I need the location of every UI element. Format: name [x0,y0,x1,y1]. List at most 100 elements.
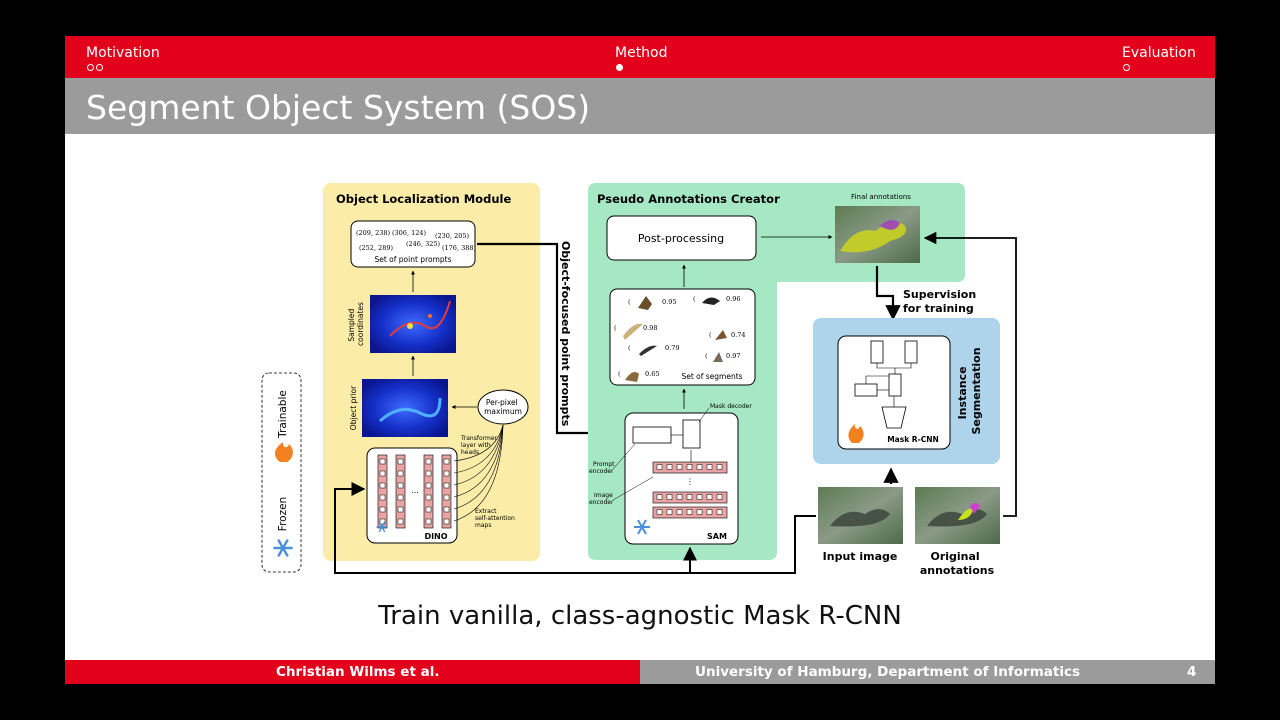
nav-evaluation-dots [1123,64,1130,71]
nav-method[interactable]: Method [615,45,668,61]
connector [612,443,636,470]
mask-overlay [970,503,980,514]
connector [698,407,710,423]
nav-motivation-dots [87,64,103,71]
supervision-label: Supervision for training [903,288,980,315]
photo-subject [927,509,987,527]
coord-4: (252, 289) [359,244,393,252]
mask-rcnn-block [888,373,902,397]
pac-title: Pseudo Annotations Creator [597,192,780,206]
sampled-coordinates-map [370,295,456,353]
svg-text:0.65: 0.65 [645,370,659,378]
attention-extract-lines [453,424,504,522]
transformer-label: Transformer layer with heads [460,435,499,456]
coord-5: (246, 325) [406,240,440,248]
svg-text:(: ( [693,295,696,303]
legend-frozen-label: Frozen [277,497,289,531]
sam-ellipsis: ⋮ [686,477,694,486]
svg-text:(: ( [709,331,712,339]
progress-dot[interactable] [87,64,94,71]
photo-subject [830,509,890,527]
input-to-dino-arrow [334,482,816,574]
sos-diagram: Object Localization Module (209, 238) (3… [261,183,1017,577]
heatmap-point [428,314,432,318]
mask-rcnn-backbone [881,406,907,429]
svg-text:0.95: 0.95 [662,298,676,306]
nav-evaluation[interactable]: Evaluation [1122,45,1196,61]
mask-rcnn-block [854,383,878,397]
slide-caption: Train vanilla, class-agnostic Mask R-CNN [378,601,902,631]
post-processing-box [606,215,757,261]
image-encoder-layers [652,461,728,519]
svg-text:0.98: 0.98 [643,324,657,332]
original-annotations-label: Original annotations [920,550,995,577]
dino-ellipsis: ... [411,486,419,495]
footer: Christian Wilms et al. University of Ham… [65,660,1215,684]
per-pixel-label: Per-pixel maximum [484,398,522,416]
page-number: 4 [1187,664,1197,680]
heatmap-blob [389,300,451,337]
svg-text:(: ( [705,352,708,360]
coord-1: (209, 238) [356,229,390,237]
mask-decoder-block [682,419,701,449]
coord-2: (306, 124) [392,229,426,237]
sam-label: SAM [707,532,727,541]
extract-label: Extract self-attention maps [475,508,517,529]
input-image-label: Input image [823,550,898,563]
heatmap-blob [378,397,442,423]
connector [612,476,654,501]
svg-text:0.79: 0.79 [665,344,679,352]
progress-dot-current[interactable] [616,64,623,71]
original-annotations-arrow [923,231,1017,517]
prompt-encoder-block [632,426,672,444]
legend-trainable-label: Trainable [277,390,289,439]
instance-segmentation-label: Instance Segmentation [956,347,983,434]
prompt-encoder-label: Prompt encoder [589,461,616,475]
svg-text:0.97: 0.97 [726,352,740,360]
svg-text:0.96: 0.96 [726,295,740,303]
progress-dot[interactable] [1123,64,1130,71]
svg-text:(: ( [628,344,631,352]
final-annotations-label: Final annotations [851,193,911,201]
supervision-arrow [875,266,901,321]
svg-text:(: ( [628,298,631,306]
mask-rcnn-label: Mask R-CNN [887,435,939,444]
vertical-arrow-label: Object-focused point prompts [559,241,572,427]
footer-left: Christian Wilms et al. [65,660,640,684]
olm-title: Object Localization Module [336,192,511,206]
dino-label: DINO [424,532,447,541]
coord-3: (230, 205) [435,232,469,240]
mask-overlay [880,220,900,230]
nav-motivation[interactable]: Motivation [86,45,160,61]
footer-right: University of Hamburg, Department of Inf… [640,660,1215,684]
slide: Motivation Method Evaluation Segment Obj… [65,36,1215,684]
dino-layers [377,454,452,529]
fire-icon [274,442,293,462]
point-prompts-box [350,220,476,268]
svg-text:0.74: 0.74 [731,331,745,339]
svg-text:(: ( [614,324,617,332]
mask-overlay [958,508,973,520]
mask-decoder-label: Mask decoder [710,403,752,410]
per-pixel-maximum-node [477,389,529,425]
progress-dot[interactable] [96,64,103,71]
svg-text:(: ( [618,370,621,378]
heatmap-point [407,323,413,329]
title-bar: Segment Object System (SOS) [65,78,1215,134]
dino-box [366,447,458,544]
mask-rcnn-connectors [865,363,912,407]
image-encoder-label: Image encoder [589,492,615,506]
footer-institution: University of Hamburg, Department of Inf… [695,664,1080,680]
sampled-coordinates-label: Sampled coordinates [347,302,365,346]
post-processing-label: Post-processing [638,232,724,245]
object-prior-label: Object prior [349,385,358,430]
mask-rcnn-block [870,340,884,364]
section-navbar: Motivation Method Evaluation [65,36,1215,78]
point-prompts-label: Set of point prompts [374,255,451,264]
footer-author: Christian Wilms et al. [276,664,440,680]
slide-title: Segment Object System (SOS) [86,88,591,127]
coord-6: (176, 388) [442,244,476,252]
legend-box [261,372,302,573]
fire-icon [848,424,864,443]
set-of-segments-label: Set of segments [681,372,742,381]
